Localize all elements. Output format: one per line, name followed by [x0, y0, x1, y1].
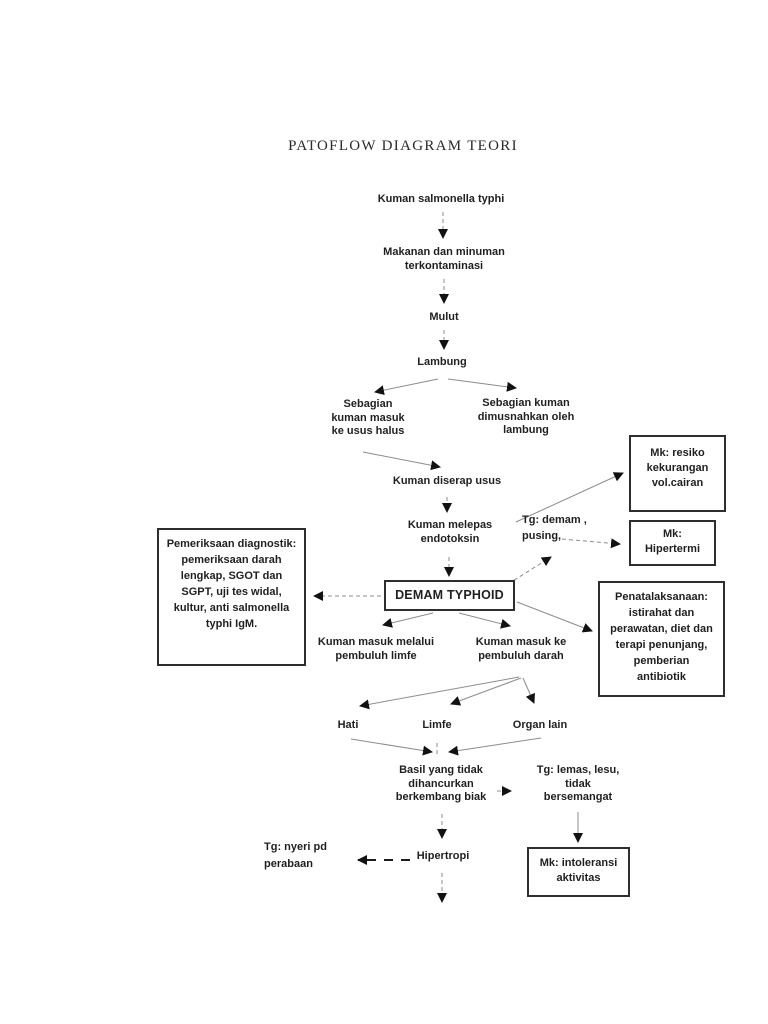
arrow-darah-to-hati — [359, 676, 520, 710]
node-organ-lain: Organ lain — [512, 719, 568, 731]
node-hipertropi: Hipertropi — [416, 850, 470, 862]
node-limfe: Limfe — [422, 719, 452, 731]
node-kuman-diserap-usus: Kuman diserap usus — [392, 475, 502, 487]
arrow-hati-to-basil — [350, 738, 433, 756]
arrow-usus-halus-to-diserap — [362, 451, 441, 471]
box-demam-typhoid: DEMAM TYPHOID — [384, 580, 515, 611]
arrow-demam-to-penatalaksanaan — [516, 601, 593, 633]
node-kuman-salmonella-typhi: Kuman salmonella typhi — [377, 193, 505, 205]
diagram-title: PATOFLOW DIAGRAM TEORI — [288, 138, 518, 154]
node-hati: Hati — [337, 719, 359, 731]
arrow-demam-to-pembuluh-limfe — [382, 612, 434, 628]
box-pemeriksaan-diagnostik: Pemeriksaan diagnostik:pemeriksaan darah… — [157, 528, 306, 666]
box-mk-hipertermi: Mk:Hipertermi — [629, 520, 716, 566]
arrow-darah-to-limfe — [450, 677, 522, 706]
node-tg-demam-pusing: Tg: demam ,pusing, — [522, 514, 587, 542]
arrow-darah-to-organ-lain — [522, 677, 535, 704]
arrow-lambung-to-dimusnahkan — [447, 378, 517, 392]
node-mulut: Mulut — [429, 311, 459, 323]
node-lambung: Lambung — [417, 356, 467, 368]
arrow-organ-lain-to-basil — [448, 737, 542, 756]
arrow-lambung-to-usus-halus — [374, 378, 439, 396]
arrow-demam-to-pembuluh-darah — [458, 612, 511, 629]
